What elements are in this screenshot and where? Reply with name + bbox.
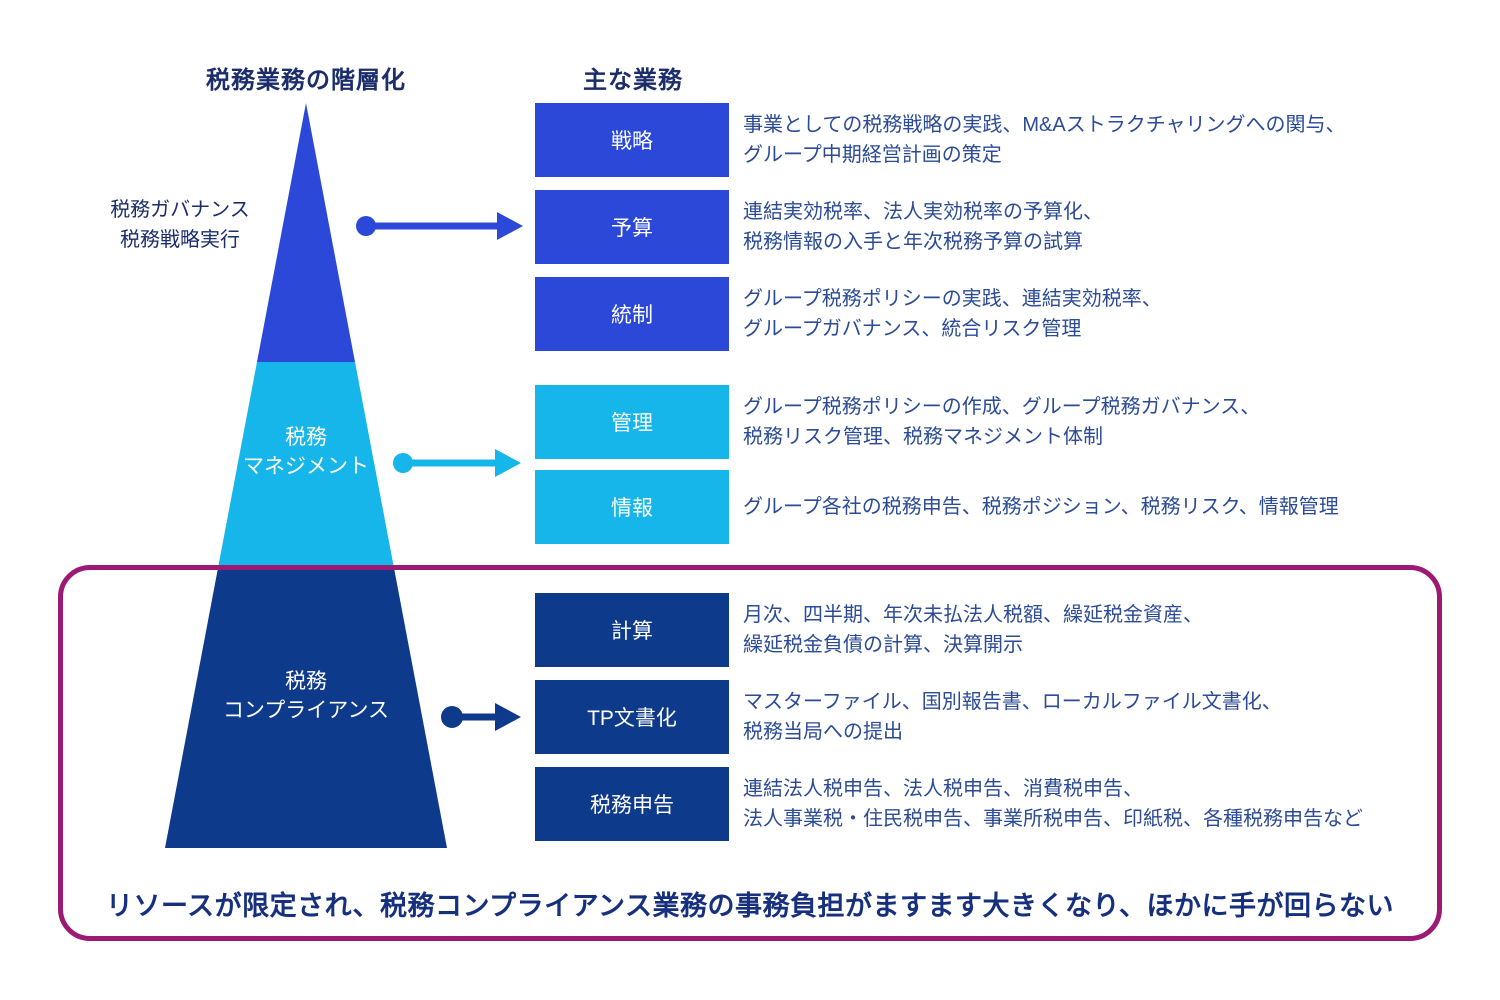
task-desc-tax-filing: 連結法人税申告、法人税申告、消費税申告、 法人事業税・住民税申告、事業所税申告、… bbox=[743, 778, 1363, 830]
task-box-tax-filing: 税務申告 bbox=[535, 767, 729, 841]
task-box-information: 情報 bbox=[535, 470, 729, 544]
task-box-control: 統制 bbox=[535, 277, 729, 351]
pyramid-column-title: 税務業務の階層化 bbox=[206, 67, 406, 94]
task-row-tp-documentation: TP文書化 マスターファイル、国別報告書、ローカルファイル文書化、 税務当局への… bbox=[0, 680, 1500, 754]
tasks-column-title: 主な業務 bbox=[583, 67, 683, 94]
task-row-budget: 予算 連結実効税率、法人実効税率の予算化、 税務情報の入手と年次税務予算の試算 bbox=[0, 190, 1500, 264]
task-box-strategy: 戦略 bbox=[535, 103, 729, 177]
task-row-information: 情報 グループ各社の税務申告、税務ポジション、税務リスク、情報管理 bbox=[0, 470, 1500, 544]
compliance-burden-message: リソースが限定され、税務コンプライアンス業務の事務負担がますます大きくなり、ほか… bbox=[106, 891, 1394, 921]
compliance-arrow bbox=[441, 703, 521, 731]
task-desc-calculation: 月次、四半期、年次未払法人税額、繰延税金資産、 繰延税金負債の計算、決算開示 bbox=[743, 604, 1203, 656]
task-desc-information: グループ各社の税務申告、税務ポジション、税務リスク、情報管理 bbox=[743, 496, 1339, 518]
task-desc-control: グループ税務ポリシーの実践、連結実効税率、 グループガバナンス、統合リスク管理 bbox=[743, 288, 1162, 340]
task-box-administration: 管理 bbox=[535, 385, 729, 459]
task-box-budget: 予算 bbox=[535, 190, 729, 264]
task-box-tp-documentation: TP文書化 bbox=[535, 680, 729, 754]
pyramid-tier-governance bbox=[257, 103, 355, 362]
governance-arrow bbox=[356, 212, 523, 240]
task-row-calculation: 計算 月次、四半期、年次未払法人税額、繰延税金資産、 繰延税金負債の計算、決算開… bbox=[0, 593, 1500, 667]
task-desc-tp-documentation: マスターファイル、国別報告書、ローカルファイル文書化、 税務当局への提出 bbox=[743, 691, 1282, 743]
governance-tier-label: 税務ガバナンス 税務戦略実行 bbox=[110, 199, 250, 251]
task-box-calculation: 計算 bbox=[535, 593, 729, 667]
compliance-highlight-frame bbox=[58, 565, 1442, 941]
task-row-control: 統制 グループ税務ポリシーの実践、連結実効税率、 グループガバナンス、統合リスク… bbox=[0, 277, 1500, 351]
compliance-tier-label: 税務 コンプライアンス bbox=[222, 670, 390, 722]
task-desc-budget: 連結実効税率、法人実効税率の予算化、 税務情報の入手と年次税務予算の試算 bbox=[743, 201, 1103, 253]
task-desc-administration: グループ税務ポリシーの作成、グループ税務ガバナンス、 税務リスク管理、税務マネジ… bbox=[743, 396, 1261, 448]
task-row-administration: 管理 グループ税務ポリシーの作成、グループ税務ガバナンス、 税務リスク管理、税務… bbox=[0, 385, 1500, 459]
task-row-strategy: 戦略 事業としての税務戦略の実践、M&Aストラクチャリングへの関与、 グループ中… bbox=[0, 103, 1500, 177]
management-arrow bbox=[393, 449, 521, 477]
task-desc-strategy: 事業としての税務戦略の実践、M&Aストラクチャリングへの関与、 グループ中期経営… bbox=[743, 114, 1346, 166]
task-row-tax-filing: 税務申告 連結法人税申告、法人税申告、消費税申告、 法人事業税・住民税申告、事業… bbox=[0, 767, 1500, 841]
pyramid-tier-compliance bbox=[165, 568, 447, 848]
management-tier-label: 税務 マネジメント bbox=[243, 426, 369, 478]
pyramid-tier-management bbox=[218, 362, 394, 568]
